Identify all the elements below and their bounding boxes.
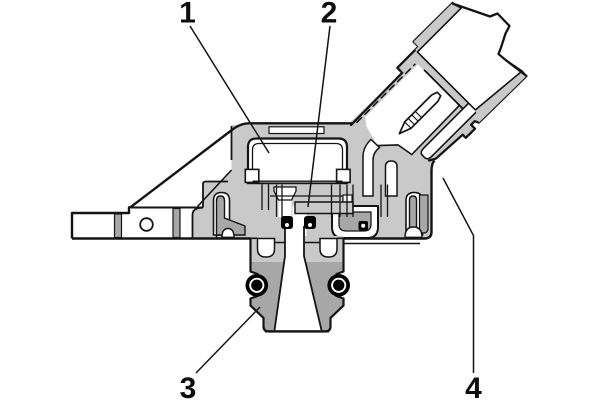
svg-text:4: 4 — [465, 372, 482, 400]
svg-text:2: 2 — [321, 0, 338, 30]
svg-text:3: 3 — [180, 372, 197, 400]
svg-text:1: 1 — [179, 0, 196, 30]
